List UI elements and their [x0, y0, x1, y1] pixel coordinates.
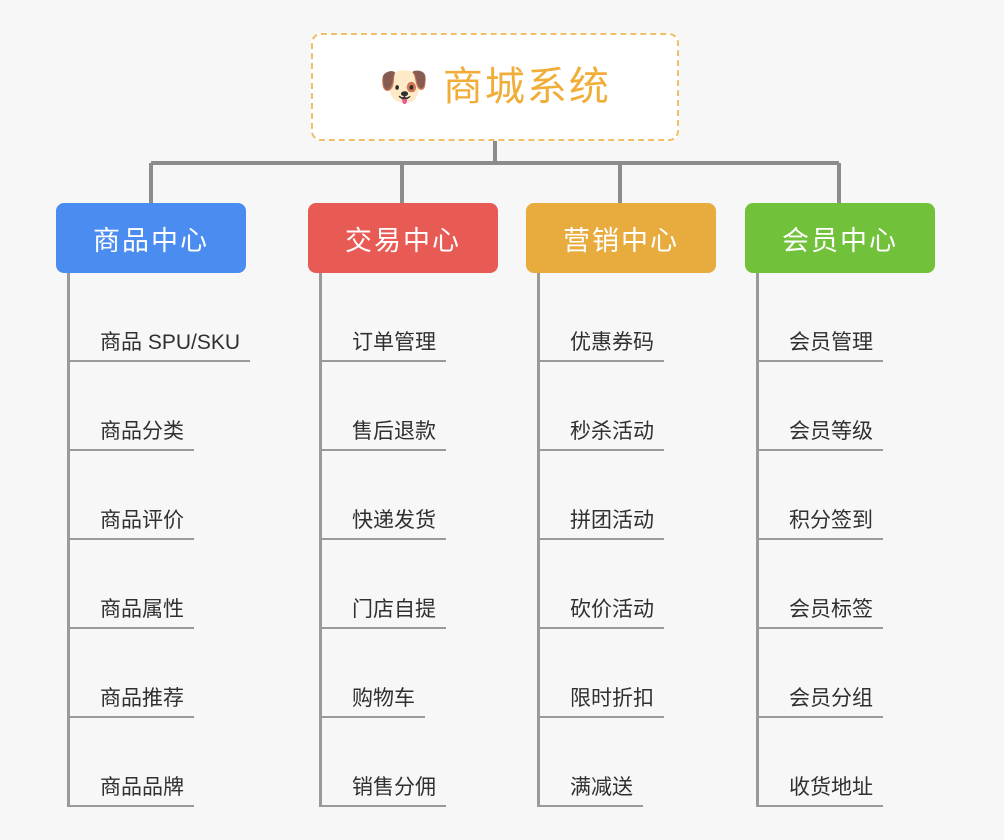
root-title: 商城系统: [442, 65, 611, 109]
leaf-label: 优惠券码: [540, 331, 664, 362]
leaf-label: 收货地址: [759, 776, 883, 807]
leaf-label: 秒杀活动: [540, 420, 664, 451]
leaf-item[interactable]: 购物车: [322, 629, 498, 718]
branch-header-marketing-center[interactable]: 营销中心: [526, 203, 716, 273]
leaf-label: 门店自提: [322, 598, 446, 629]
leaf-label: 商品评价: [70, 509, 194, 540]
leaf-label: 商品属性: [70, 598, 194, 629]
root-node[interactable]: 🐶 商城系统: [311, 33, 679, 141]
leaf-label: 会员管理: [759, 331, 883, 362]
leaf-label: 销售分佣: [322, 776, 446, 807]
leaf-item[interactable]: 秒杀活动: [540, 362, 716, 451]
branch-header-product-center[interactable]: 商品中心: [56, 203, 246, 273]
leaf-label: 会员分组: [759, 687, 883, 718]
leaf-item[interactable]: 快递发货: [322, 451, 498, 540]
leaf-item[interactable]: 商品推荐: [70, 629, 246, 718]
branch-header-trade-center[interactable]: 交易中心: [308, 203, 498, 273]
branch-product-center: 商品中心商品 SPU/SKU 商品分类商品评价商品属性商品推荐商品品牌: [56, 203, 251, 807]
leaf-label: 售后退款: [322, 420, 446, 451]
leaf-item[interactable]: 会员等级: [759, 362, 935, 451]
leaf-item[interactable]: 会员标签: [759, 540, 935, 629]
leaf-label: 商品推荐: [70, 687, 194, 718]
leaf-label: 商品分类: [70, 420, 194, 451]
leaf-label: 会员等级: [759, 420, 883, 451]
leaf-item[interactable]: 砍价活动: [540, 540, 716, 629]
leaf-item[interactable]: 商品品牌: [70, 718, 246, 807]
leaf-label: 满减送: [540, 776, 643, 807]
leaf-item[interactable]: 满减送: [540, 718, 716, 807]
leaf-item[interactable]: 收货地址: [759, 718, 935, 807]
leaf-list-trade-center: 订单管理售后退款快递发货门店自提购物车销售分佣: [319, 273, 498, 807]
leaf-item[interactable]: 商品评价: [70, 451, 246, 540]
leaf-item[interactable]: 商品属性: [70, 540, 246, 629]
leaf-list-member-center: 会员管理会员等级积分签到会员标签会员分组收货地址: [756, 273, 935, 807]
branch-header-member-center[interactable]: 会员中心: [745, 203, 935, 273]
leaf-label: 订单管理: [322, 331, 446, 362]
leaf-item[interactable]: 门店自提: [322, 540, 498, 629]
leaf-label: 购物车: [322, 687, 425, 718]
leaf-list-marketing-center: 优惠券码秒杀活动拼团活动砍价活动限时折扣满减送: [537, 273, 716, 807]
leaf-label: 快递发货: [322, 509, 446, 540]
dog-face-icon: 🐶: [379, 64, 429, 110]
leaf-item[interactable]: 商品 SPU/SKU: [70, 273, 251, 362]
branch-trade-center: 交易中心订单管理售后退款快递发货门店自提购物车销售分佣: [308, 203, 498, 807]
leaf-list-product-center: 商品 SPU/SKU 商品分类商品评价商品属性商品推荐商品品牌: [67, 273, 251, 807]
leaf-item[interactable]: 商品分类: [70, 362, 246, 451]
branch-member-center: 会员中心会员管理会员等级积分签到会员标签会员分组收货地址: [745, 203, 935, 807]
leaf-label: 商品品牌: [70, 776, 194, 807]
branch-marketing-center: 营销中心优惠券码秒杀活动拼团活动砍价活动限时折扣满减送: [526, 203, 716, 807]
leaf-item[interactable]: 售后退款: [322, 362, 498, 451]
leaf-label: 会员标签: [759, 598, 883, 629]
leaf-item[interactable]: 拼团活动: [540, 451, 716, 540]
leaf-label: 积分签到: [759, 509, 883, 540]
leaf-item[interactable]: 销售分佣: [322, 718, 498, 807]
leaf-item[interactable]: 会员分组: [759, 629, 935, 718]
leaf-label: 商品 SPU/SKU: [70, 331, 251, 362]
leaf-label: 限时折扣: [540, 687, 664, 718]
leaf-item[interactable]: 积分签到: [759, 451, 935, 540]
leaf-label: 砍价活动: [540, 598, 664, 629]
leaf-label: 拼团活动: [540, 509, 664, 540]
leaf-item[interactable]: 优惠券码: [540, 273, 716, 362]
leaf-item[interactable]: 订单管理: [322, 273, 498, 362]
leaf-item[interactable]: 会员管理: [759, 273, 935, 362]
leaf-item[interactable]: 限时折扣: [540, 629, 716, 718]
